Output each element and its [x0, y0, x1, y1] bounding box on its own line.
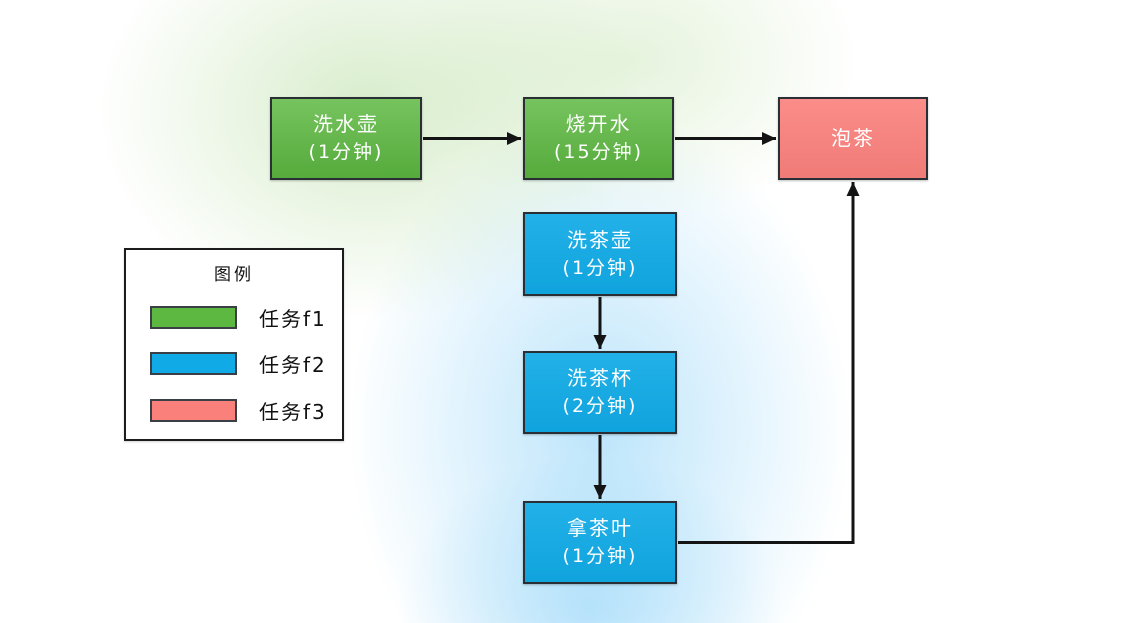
legend-row-task-f2: 任务f2: [150, 351, 327, 377]
node-label: 泡茶: [831, 126, 875, 150]
legend-label: 任务f2: [259, 352, 327, 377]
legend-swatch-green: [150, 305, 237, 329]
node-label: 烧开水: [565, 112, 632, 137]
legend-row-task-f3: 任务f3: [150, 398, 327, 424]
legend-swatch-blue: [150, 351, 237, 375]
node-label: 洗茶壶: [567, 227, 633, 252]
node-boil-water: 烧开水 (15分钟): [523, 97, 674, 180]
node-make-tea: 泡茶: [778, 97, 928, 180]
legend: 图例 任务f1 任务f2 任务f3: [124, 248, 344, 441]
node-label: 拿茶叶: [567, 516, 633, 541]
node-duration: (2分钟): [562, 395, 638, 418]
node-wash-teapot: 洗茶壶 (1分钟): [523, 212, 677, 296]
legend-label: 任务f1: [259, 306, 327, 331]
edge-get-tea-leaves-to-make-tea: [678, 182, 860, 544]
node-duration: (1分钟): [562, 256, 638, 279]
legend-row-task-f1: 任务f1: [150, 305, 327, 331]
node-wash-teacup: 洗茶杯 (2分钟): [523, 351, 677, 434]
node-duration: (1分钟): [308, 141, 384, 164]
legend-swatch-red: [150, 398, 237, 422]
legend-title: 图例: [214, 265, 254, 285]
node-duration: (1分钟): [562, 545, 638, 568]
legend-label: 任务f3: [259, 399, 327, 424]
node-get-tea-leaves: 拿茶叶 (1分钟): [523, 501, 677, 584]
node-label: 洗茶杯: [567, 366, 633, 391]
node-wash-kettle: 洗水壶 (1分钟): [270, 97, 422, 180]
node-label: 洗水壶: [313, 112, 379, 137]
node-duration: (15分钟): [553, 141, 643, 164]
